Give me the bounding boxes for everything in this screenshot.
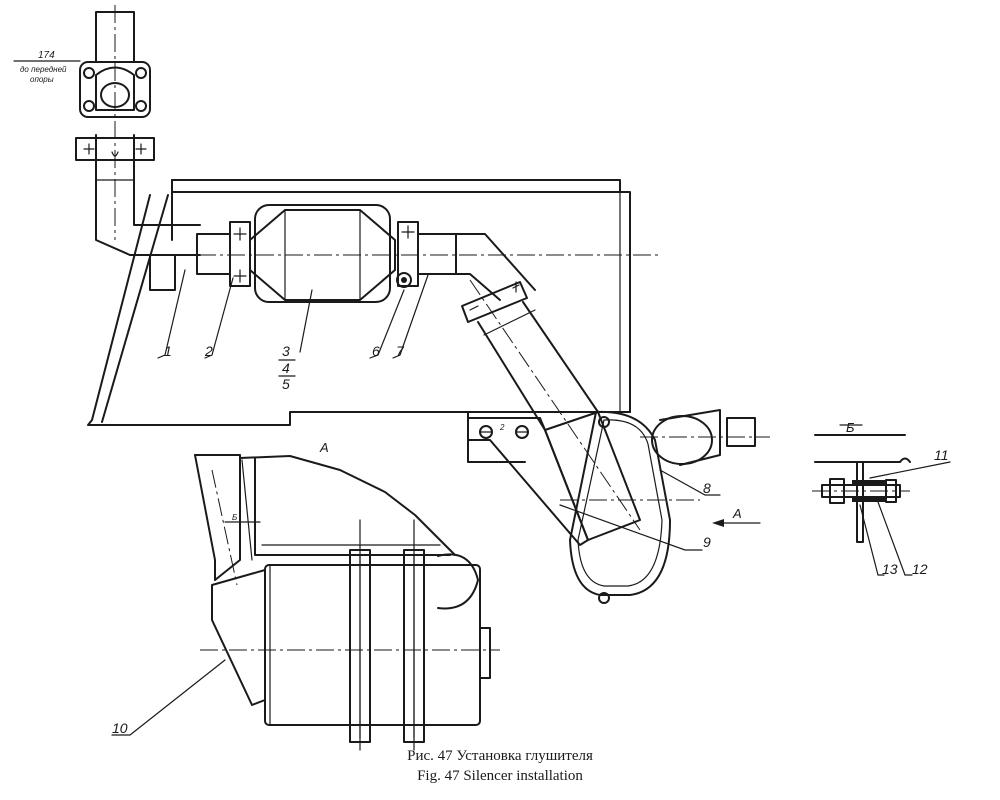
section-a-straps (349, 519, 479, 751)
vertical-exhaust-pipe (95, 5, 201, 256)
callout-10: 10 (112, 720, 128, 736)
callout-13: 13 (882, 561, 898, 577)
callout-12: 12 (912, 561, 928, 577)
note-line-1: до передней (20, 65, 67, 74)
callout-7: 7 (396, 343, 405, 359)
section-a-pipe: Б (194, 454, 261, 586)
note-line-2: опоры (30, 75, 54, 84)
callout-8: 8 (703, 480, 711, 496)
section-a-label: А (319, 440, 329, 455)
callout-2: 2 (204, 343, 213, 359)
section-a-frame (239, 455, 456, 556)
bracket-mark: 2 (499, 423, 505, 432)
figure-caption-en: Fig. 47 Silencer installation (417, 768, 583, 784)
callout-3: 3 (282, 343, 290, 359)
upper-pipe-clamp (75, 137, 155, 161)
front-support-note: 174 до передней опоры (13, 50, 81, 84)
dim-clamp-label: Б (232, 513, 237, 522)
note-number: 174 (38, 50, 55, 61)
callout-4: 4 (282, 360, 290, 376)
callout-1: 1 (164, 343, 172, 359)
callout-11: 11 (934, 447, 949, 463)
callout-6: 6 (372, 343, 380, 359)
vehicle-frame-outline (87, 179, 631, 463)
clamp-2 (229, 221, 251, 287)
view-b-label: Б (846, 420, 855, 435)
callout-5: 5 (282, 376, 290, 392)
callout-9: 9 (703, 534, 711, 550)
catalytic-converter-3 (249, 204, 396, 303)
inclined-exhaust-pipe (461, 279, 641, 531)
view-arrow-a-label: А (732, 506, 742, 521)
callout-numbers: 1 2 3 4 5 6 7 8 9 10 11 12 13 (112, 343, 949, 736)
view-arrow-a: А (712, 506, 761, 527)
detail-b-bolt-joint: Б (812, 420, 911, 543)
callout-leaders (111, 269, 951, 736)
silencer-bracket: 2 (467, 417, 589, 546)
pipe-flange (79, 61, 151, 118)
figure-caption-ru: Рис. 47 Установка глушителя (407, 748, 593, 764)
rear-pipe-7 (417, 233, 536, 301)
silencer-outlet-pipe (640, 409, 770, 466)
